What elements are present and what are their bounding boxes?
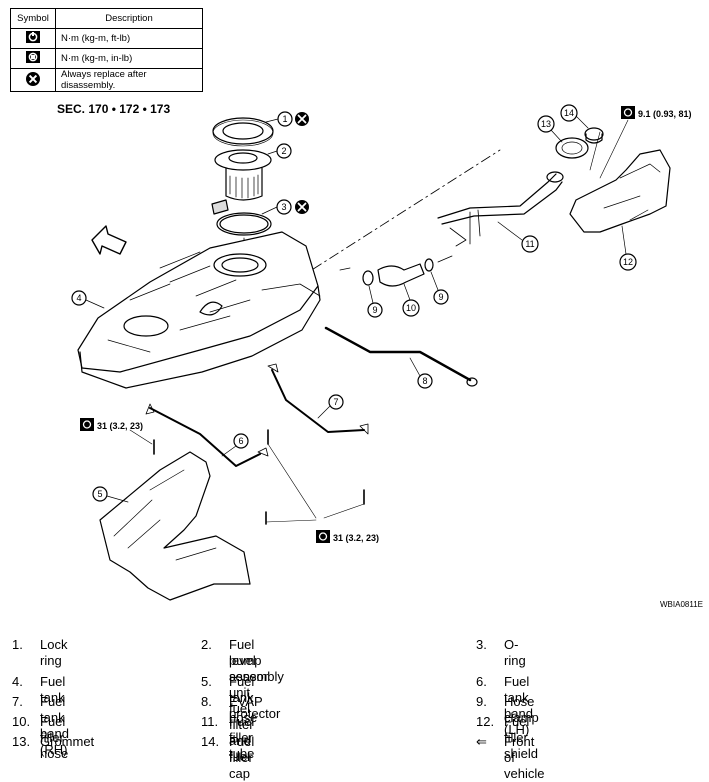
fuel-filler-tube [437, 171, 564, 247]
legend-row: N·m (kg-m, in-lb) [10, 48, 203, 69]
svg-text:3: 3 [281, 202, 286, 212]
svg-text:2: 2 [281, 146, 286, 156]
fuel-filler-cap [584, 127, 604, 144]
callout: 13 [537, 115, 563, 143]
replace-x-icon [295, 112, 309, 126]
torque-wrench-icon [26, 31, 40, 43]
callout: 7 [317, 394, 344, 419]
lock-ring [212, 117, 274, 147]
evap-hose [324, 326, 472, 382]
svg-text:10: 10 [406, 303, 416, 313]
callout: 9 [430, 271, 449, 305]
legend-row: Always replace after disassembly. [10, 68, 203, 92]
replace-x-icon [26, 71, 40, 86]
torque-wrench-icon [316, 530, 330, 543]
torque-wrench-inlb-icon [26, 51, 40, 63]
o-ring [216, 212, 272, 236]
fuel-filler-hose [377, 263, 425, 287]
svg-text:14: 14 [564, 108, 574, 118]
parts-list: 1.Lock ring 2.Fuel level sensor unit, fu… [12, 637, 545, 781]
symbol-legend-table: Symbol Description N·m (kg-m, ft-lb) N·m… [10, 8, 203, 92]
fuel-sensor-pump-assembly [211, 149, 272, 215]
hose-clamp [362, 258, 434, 286]
callout: 10 [402, 283, 420, 317]
svg-text:11: 11 [525, 239, 534, 249]
callout: 14 [560, 104, 589, 129]
svg-text:9.1 (0.93, 81): 9.1 (0.93, 81) [638, 109, 692, 119]
fuel-tank [77, 231, 321, 389]
svg-text:7: 7 [333, 397, 338, 407]
replace-x-icon [295, 200, 309, 214]
callout: 5 [92, 486, 129, 503]
svg-text:12: 12 [623, 257, 633, 267]
svg-text:6: 6 [238, 436, 243, 446]
callout: 4 [71, 290, 105, 309]
svg-text:9: 9 [438, 292, 443, 302]
callout: 11 [497, 221, 539, 253]
legend-header-row: Symbol Description [10, 8, 203, 29]
svg-text:31 (3.2, 23): 31 (3.2, 23) [333, 533, 379, 543]
svg-text:13: 13 [541, 119, 551, 129]
svg-text:8: 8 [422, 376, 427, 386]
callout: 1 [265, 111, 293, 127]
grommet [555, 137, 589, 159]
torque-wrench-icon [80, 418, 94, 431]
callout: 3 [261, 199, 292, 215]
section-label: SEC. 170 • 172 • 173 [57, 102, 171, 116]
callout: 2 [267, 143, 292, 159]
torque-wrench-icon [621, 106, 635, 119]
svg-text:5: 5 [97, 489, 102, 499]
torque-label: 31 (3.2, 23) [316, 530, 379, 543]
torque-label: 9.1 (0.93, 81) [599, 106, 692, 179]
callout: 12 [619, 225, 637, 271]
torque-label: 31 (3.2, 23) [80, 418, 153, 445]
fuel-tank-band-lh [149, 407, 261, 467]
svg-text:31 (3.2, 23): 31 (3.2, 23) [97, 421, 143, 431]
svg-text:9: 9 [372, 305, 377, 315]
front-arrow-icon [91, 225, 127, 255]
fuel-tank-band-rh [271, 369, 365, 433]
callout: 8 [409, 357, 433, 389]
figure-code: WBIA0811E [660, 600, 703, 609]
legend-description: Always replace after disassembly. [55, 68, 203, 92]
svg-text:4: 4 [76, 293, 81, 303]
callout: 9 [367, 285, 383, 318]
callout: 6 [221, 433, 249, 457]
exploded-diagram: 1 2 3 4 5 6 7 [71, 104, 692, 601]
fuel-tank-protector [99, 451, 251, 601]
callouts: 1 2 3 4 5 6 7 [71, 104, 637, 503]
svg-text:1: 1 [282, 114, 287, 124]
fuel-filler-shield [569, 149, 671, 233]
